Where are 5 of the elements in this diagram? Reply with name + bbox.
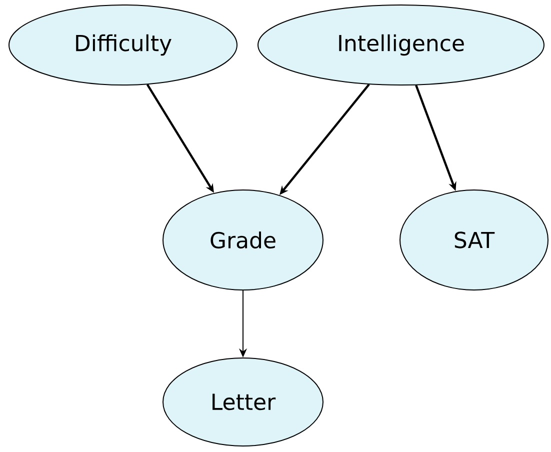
ellipse-node: Letter <box>162 358 324 446</box>
ellipse-node: Difficulty <box>8 4 238 86</box>
ellipse-node: Intelligence <box>258 4 544 86</box>
ellipse-node: SAT <box>400 190 548 290</box>
ellipse-node: Grade <box>162 190 324 290</box>
